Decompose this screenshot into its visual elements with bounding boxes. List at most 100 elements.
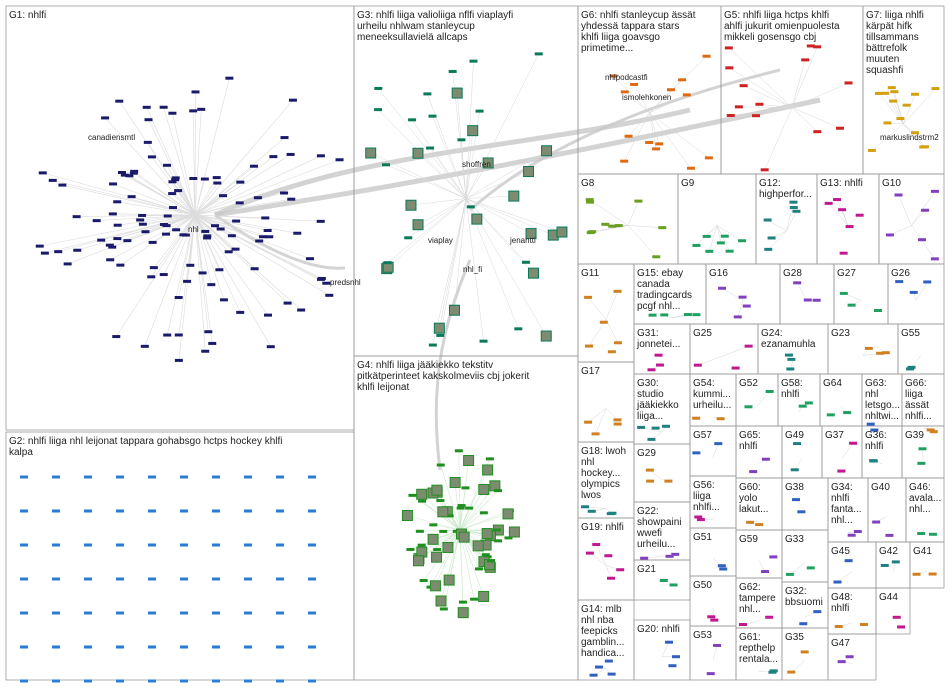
group-term: khlfi leijonat bbox=[357, 382, 409, 393]
vertex bbox=[848, 304, 856, 307]
group-term: khlfi liiga goavsgo bbox=[581, 32, 660, 43]
vertex bbox=[930, 430, 938, 433]
vertex bbox=[487, 559, 495, 562]
group-term: ezanamuhla bbox=[761, 339, 816, 350]
vertex bbox=[138, 214, 146, 217]
group-term: G24: bbox=[761, 328, 783, 339]
vertex bbox=[467, 205, 475, 208]
vertex bbox=[719, 568, 727, 571]
vertex bbox=[175, 296, 183, 299]
vertex bbox=[726, 250, 734, 253]
vertex bbox=[672, 655, 680, 658]
group-label-g17: G17 bbox=[581, 366, 600, 377]
vertex bbox=[929, 573, 937, 576]
group-term: mikkeli gosensgo cbj bbox=[724, 32, 816, 43]
vertex bbox=[910, 291, 918, 294]
group-term: nhlfi bbox=[739, 441, 757, 452]
group-term: G34: bbox=[831, 482, 853, 493]
vertex-image bbox=[452, 88, 462, 98]
vertex bbox=[837, 470, 845, 473]
vertex bbox=[786, 367, 794, 370]
vertex bbox=[189, 109, 197, 112]
vertex-label-predsnhl: predsnhl bbox=[330, 278, 361, 287]
vertex bbox=[384, 261, 392, 264]
vertex bbox=[180, 578, 188, 581]
vertex bbox=[52, 612, 60, 615]
vertex bbox=[840, 252, 848, 255]
vertex bbox=[888, 86, 896, 89]
vertex bbox=[710, 619, 718, 622]
group-term: G9 bbox=[681, 178, 695, 189]
vertex-image bbox=[450, 478, 460, 488]
vertex bbox=[84, 612, 92, 615]
vertex bbox=[764, 219, 772, 222]
group-term: olympics bbox=[581, 479, 620, 490]
vertex bbox=[923, 280, 931, 283]
vertex bbox=[584, 421, 592, 424]
vertex-image bbox=[509, 527, 519, 537]
group-term: G47 bbox=[831, 638, 850, 649]
group-label-g20: G20: nhlfi bbox=[637, 624, 680, 635]
group-term: liiga... bbox=[637, 411, 663, 422]
vertex-image bbox=[449, 305, 459, 315]
vertex bbox=[64, 262, 72, 265]
vertex bbox=[174, 189, 182, 192]
group-term: jonnetei... bbox=[636, 339, 680, 350]
vertex bbox=[652, 255, 660, 258]
vertex bbox=[735, 105, 743, 108]
vertex bbox=[116, 510, 124, 513]
group-term: G7: liiga nhlfi bbox=[866, 10, 924, 21]
group-term: G62: bbox=[739, 582, 761, 593]
vertex bbox=[535, 52, 543, 55]
group-label-g53: G53 bbox=[693, 630, 712, 641]
vertex bbox=[768, 671, 776, 674]
vertex bbox=[813, 45, 821, 48]
group-term: studio bbox=[637, 389, 664, 400]
vertex bbox=[717, 417, 725, 420]
group-term: G8 bbox=[581, 178, 595, 189]
group-label-g28: G28 bbox=[783, 268, 802, 279]
vertex bbox=[625, 135, 633, 138]
vertex bbox=[494, 489, 502, 492]
vertex bbox=[20, 646, 28, 649]
group-term: G14: mlb bbox=[581, 604, 622, 615]
vertex bbox=[250, 165, 258, 168]
vertex bbox=[838, 660, 846, 663]
vertex bbox=[201, 230, 209, 233]
vertex bbox=[228, 234, 236, 237]
vertex bbox=[813, 130, 821, 133]
vertex bbox=[148, 680, 156, 683]
vertex bbox=[244, 646, 252, 649]
vertex bbox=[136, 218, 144, 221]
vertex bbox=[145, 118, 153, 121]
vertex bbox=[213, 176, 221, 179]
vertex bbox=[886, 233, 894, 236]
group-label-g39: G39 bbox=[905, 430, 924, 441]
vertex bbox=[201, 178, 209, 181]
vertex bbox=[289, 99, 297, 102]
group-term: primetime... bbox=[581, 43, 633, 54]
group-term: ässät bbox=[905, 400, 929, 411]
vertex bbox=[865, 347, 873, 350]
vertex bbox=[58, 184, 66, 187]
group-term: G25 bbox=[693, 328, 712, 339]
vertex bbox=[465, 507, 473, 510]
vertex bbox=[514, 327, 522, 330]
group-label-g49: G49 bbox=[785, 430, 804, 441]
group-term: bbsuomi bbox=[785, 597, 823, 608]
vertex-image bbox=[428, 534, 438, 544]
vertex-image bbox=[464, 455, 474, 465]
group-term: G39 bbox=[905, 430, 924, 441]
group-term: G50 bbox=[693, 580, 712, 591]
vertex bbox=[54, 250, 62, 253]
group-label-g13: G13: nhlfi bbox=[820, 178, 863, 189]
group-term: G55 bbox=[901, 328, 920, 339]
vertex bbox=[813, 299, 821, 302]
group-label-g64: G64 bbox=[823, 378, 842, 389]
vertex bbox=[791, 468, 799, 471]
vertex-image bbox=[458, 608, 468, 618]
vertex-image bbox=[417, 489, 427, 499]
group-term: G5: nhlfi liiga hctps khlfi bbox=[724, 10, 829, 21]
vertex bbox=[308, 476, 316, 479]
vertex bbox=[813, 610, 821, 613]
